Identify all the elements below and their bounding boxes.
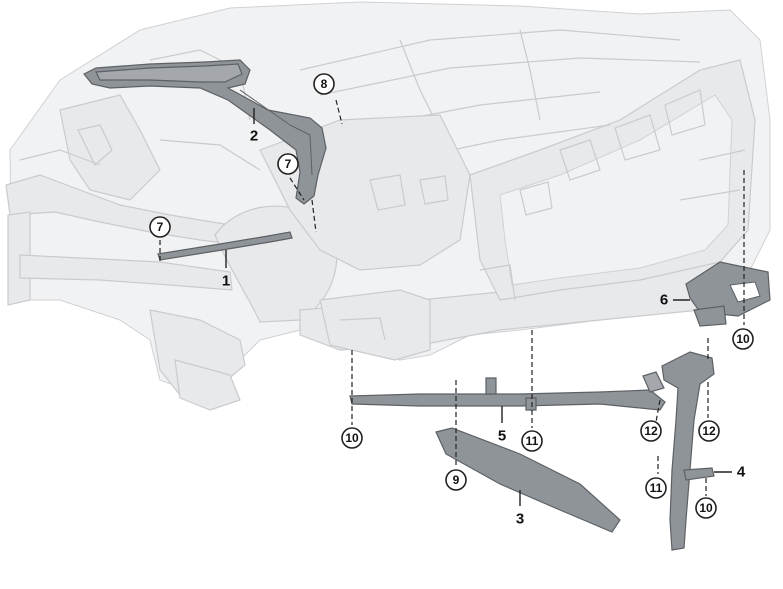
svg-text:1: 1 [222, 273, 230, 290]
svg-text:3: 3 [516, 511, 524, 528]
part-label-2: 2 [250, 108, 258, 145]
part-label-5: 5 [498, 406, 506, 445]
svg-text:12: 12 [644, 424, 658, 438]
svg-text:6: 6 [660, 292, 668, 309]
callout-12-left: 12 [640, 420, 662, 442]
callout-11-right: 11 [645, 477, 667, 499]
part-label-1: 1 [222, 250, 230, 290]
part-label-6: 6 [660, 292, 690, 309]
part-3-plate [435, 427, 621, 533]
car-body-structure [5, 1, 771, 411]
svg-text:12: 12 [702, 424, 716, 438]
callout-9: 9 [445, 469, 467, 491]
part-6-bracket [685, 261, 771, 327]
svg-text:10: 10 [345, 431, 359, 445]
svg-text:11: 11 [650, 481, 663, 495]
svg-text:8: 8 [321, 77, 328, 91]
part-label-4: 4 [714, 464, 746, 481]
svg-text:9: 9 [453, 473, 460, 487]
part-label-3: 3 [516, 490, 524, 528]
part-5-cross-member [349, 371, 666, 411]
part-2-strut-brace [83, 59, 327, 205]
svg-text:7: 7 [285, 157, 292, 171]
part-1-strut-bar [157, 231, 293, 261]
callout-8: 8 [313, 73, 335, 95]
attachment-lines [159, 99, 745, 496]
part-4-pillar-bracket [661, 351, 715, 551]
svg-text:10: 10 [736, 332, 750, 346]
callout-10-left: 10 [341, 427, 363, 449]
callout-7-upper: 7 [277, 153, 299, 175]
svg-text:7: 7 [157, 220, 164, 234]
callout-7-left: 7 [149, 216, 171, 238]
svg-text:11: 11 [526, 434, 539, 448]
svg-text:10: 10 [699, 501, 713, 515]
svg-text:4: 4 [737, 464, 746, 481]
svg-text:5: 5 [498, 428, 506, 445]
callout-10-right: 10 [732, 328, 754, 350]
svg-text:2: 2 [250, 128, 258, 145]
callout-10-bottom: 10 [695, 497, 717, 519]
callout-11-center: 11 [521, 430, 543, 452]
callout-12-right: 12 [698, 420, 720, 442]
